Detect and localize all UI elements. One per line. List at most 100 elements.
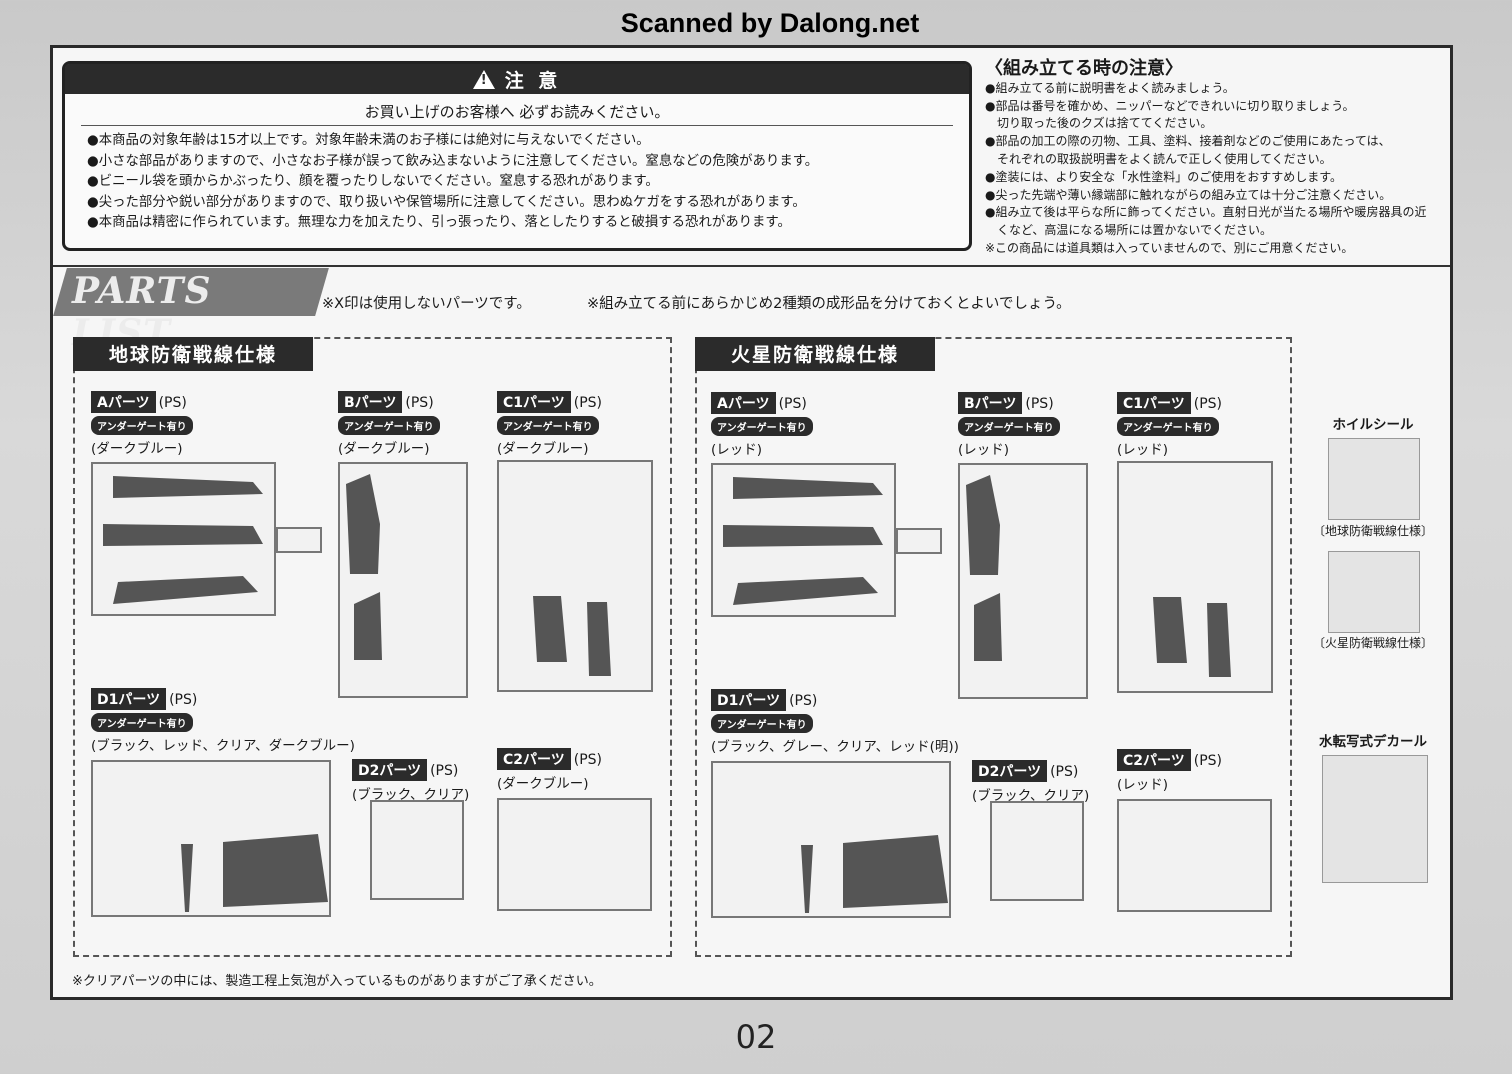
note-line: それぞれの取扱説明書をよく読んで正しく使用してください。 bbox=[997, 151, 1332, 166]
part-material: (PS) bbox=[1193, 753, 1223, 769]
note-line: 切り取った後のクズは捨ててください。 bbox=[997, 116, 1213, 131]
earth-part-a: Aパーツ(PS) アンダーゲート有り (ダークブルー) bbox=[91, 391, 193, 457]
caution-box: 注 意 お買い上げのお客様へ 必ずお読みください。 本商品の対象年齢は15才以上… bbox=[62, 61, 972, 251]
part-color: (ダークブルー) bbox=[338, 441, 430, 457]
caution-title: 注 意 bbox=[504, 69, 562, 92]
part-color: (ブラック、グレー、クリア、レッド(明)) bbox=[711, 739, 959, 755]
foil-sticker-earth bbox=[1328, 438, 1420, 520]
mars-part-a: Aパーツ(PS) アンダーゲート有り (レッド) bbox=[711, 392, 813, 458]
page-number: 02 bbox=[735, 1018, 777, 1056]
mars-part-d1: D1パーツ(PS) アンダーゲート有り (ブラック、グレー、クリア、レッド(明)… bbox=[711, 689, 959, 755]
parts-list-tab: PARTS LIST bbox=[53, 268, 329, 354]
part-material: (PS) bbox=[1025, 396, 1054, 412]
foil-sticker-title: ホイルシール bbox=[1332, 417, 1414, 433]
part-name: Bパーツ bbox=[338, 391, 403, 413]
part-material: (PS) bbox=[430, 763, 459, 779]
part-name: Aパーツ bbox=[711, 392, 776, 414]
part-material: (PS) bbox=[778, 396, 807, 412]
earth-part-c1: C1パーツ(PS) アンダーゲート有り (ダークブルー) bbox=[497, 391, 602, 457]
undergate-badge: アンダーゲート有り bbox=[711, 417, 813, 436]
undergate-badge: アンダーゲート有り bbox=[711, 714, 813, 733]
section-divider bbox=[53, 265, 1450, 267]
part-color: (ダークブルー) bbox=[497, 776, 589, 792]
part-material: (PS) bbox=[573, 752, 603, 768]
runner-illustration bbox=[711, 761, 951, 918]
part-name: C2パーツ bbox=[1117, 749, 1191, 771]
runner-illustration bbox=[711, 463, 896, 617]
note-line: ●部品の加工の際の刃物、工具、塗料、接着剤などのご使用にあたっては、 bbox=[985, 134, 1391, 149]
runner-illustration bbox=[370, 800, 464, 900]
runner-illustration bbox=[1117, 461, 1273, 693]
undergate-badge: アンダーゲート有り bbox=[91, 713, 193, 732]
part-color: (レッド) bbox=[711, 442, 763, 458]
part-material: (PS) bbox=[573, 395, 603, 411]
undergate-badge: アンダーゲート有り bbox=[91, 416, 193, 435]
note-line: ※この商品には道具類は入っていませんので、別にご用意ください。 bbox=[985, 240, 1354, 255]
runner-illustration bbox=[497, 798, 652, 911]
note-line: ●部品は番号を確かめ、ニッパーなどできれいに切り取りましょう。 bbox=[985, 98, 1355, 113]
runner-illustration bbox=[91, 462, 276, 616]
undergate-badge: アンダーゲート有り bbox=[958, 417, 1060, 436]
part-name: D1パーツ bbox=[711, 689, 787, 711]
runner-illustration bbox=[91, 760, 331, 917]
part-color: (ブラック、レッド、クリア、ダークブルー) bbox=[91, 738, 355, 754]
part-color: (レッド) bbox=[958, 442, 1010, 458]
part-color: (レッド) bbox=[1117, 777, 1169, 793]
earth-section: 地球防衛戦線仕様 bbox=[73, 337, 672, 957]
runner-illustration bbox=[338, 462, 468, 698]
part-color: (ダークブルー) bbox=[91, 441, 183, 457]
part-color: (ダークブルー) bbox=[497, 441, 589, 457]
part-material: (PS) bbox=[158, 395, 187, 411]
part-material: (PS) bbox=[405, 395, 434, 411]
runner-tab bbox=[896, 528, 942, 554]
runner-tab bbox=[276, 527, 322, 553]
caution-item: 小さな部品がありますので、小さなお子様が誤って飲み込まないように注意してください… bbox=[87, 152, 969, 173]
part-color: (レッド) bbox=[1117, 442, 1169, 458]
earth-part-b: Bパーツ(PS) アンダーゲート有り (ダークブルー) bbox=[338, 391, 440, 457]
note-line: ●塗装には、より安全な「水性塗料」のご使用をおすすめします。 bbox=[985, 169, 1343, 184]
runner-illustration bbox=[958, 463, 1088, 699]
runner-illustration bbox=[990, 801, 1084, 901]
part-name: C2パーツ bbox=[497, 748, 571, 770]
caution-item: ビニール袋を頭からかぶったり、顔を覆ったりしないでください。窒息する恐れがありま… bbox=[87, 172, 969, 193]
caution-item: 尖った部分や鋭い部分がありますので、取り扱いや保管場所に注意してください。思わぬ… bbox=[87, 193, 969, 214]
parts-list-note-separate: ※組み立てる前にあらかじめ2種類の成形品を分けておくとよいでしょう。 bbox=[587, 296, 1071, 312]
foil-sticker-mars bbox=[1328, 551, 1420, 633]
warning-icon bbox=[472, 69, 495, 89]
note-line: くなど、高温になる場所には置かないでください。 bbox=[997, 223, 1273, 238]
scanned-watermark: Scanned by Dalong.net bbox=[620, 8, 920, 38]
mars-part-b: Bパーツ(PS) アンダーゲート有り (レッド) bbox=[958, 392, 1060, 458]
mars-section-title: 火星防衛戦線仕様 bbox=[695, 337, 936, 371]
earth-part-c2: C2パーツ(PS) (ダークブルー) bbox=[497, 748, 602, 792]
part-color: (ブラック、クリア) bbox=[352, 787, 470, 803]
foil-sticker-earth-caption: 〔地球防衛戦線仕様〕 bbox=[1312, 524, 1433, 538]
part-material: (PS) bbox=[169, 692, 198, 708]
note-line: ●組み立て後は平らな所に飾ってください。直射日光が当たる場所や暖房器具の近 bbox=[985, 205, 1427, 220]
foil-sticker-mars-caption: 〔火星防衛戦線仕様〕 bbox=[1312, 636, 1433, 650]
undergate-badge: アンダーゲート有り bbox=[338, 416, 440, 435]
mars-section: 火星防衛戦線仕様 bbox=[695, 337, 1292, 957]
caution-item: 本商品の対象年齢は15才以上です。対象年齢未満のお子様には絶対に与えないでくださ… bbox=[87, 131, 969, 152]
assembly-notes: 〈組み立てる時の注意〉 ●組み立てる前に説明書をよく読みましょう。 ●部品は番号… bbox=[985, 60, 1445, 258]
parts-list-note-x: ※X印は使用しないパーツです。 bbox=[322, 296, 531, 312]
clear-parts-footnote: ※クリアパーツの中には、製造工程上気泡が入っているものがありますがご了承ください… bbox=[72, 974, 602, 989]
runner-illustration bbox=[1117, 799, 1272, 912]
mars-part-d2: D2パーツ(PS) (ブラック、クリア) bbox=[972, 760, 1089, 804]
runner-illustration bbox=[497, 460, 653, 692]
note-line: ●尖った先端や薄い縁端部に触れながらの組み立ては十分ご注意ください。 bbox=[985, 187, 1392, 202]
earth-part-d2: D2パーツ(PS) (ブラック、クリア) bbox=[352, 759, 469, 803]
earth-part-d1: D1パーツ(PS) アンダーゲート有り (ブラック、レッド、クリア、ダークブルー… bbox=[91, 688, 355, 754]
caution-list: 本商品の対象年齢は15才以上です。対象年齢未満のお子様には絶対に与えないでくださ… bbox=[87, 131, 969, 234]
water-slide-decal bbox=[1322, 755, 1428, 883]
note-line: ●組み立てる前に説明書をよく読みましょう。 bbox=[985, 80, 1235, 95]
decal-title: 水転写式デカール bbox=[1319, 734, 1427, 750]
part-material: (PS) bbox=[789, 693, 818, 709]
undergate-badge: アンダーゲート有り bbox=[1117, 417, 1219, 436]
part-name: D2パーツ bbox=[352, 759, 428, 781]
part-material: (PS) bbox=[1193, 396, 1223, 412]
mars-part-c1: C1パーツ(PS) アンダーゲート有り (レッド) bbox=[1117, 392, 1222, 458]
part-name: D2パーツ bbox=[972, 760, 1048, 782]
part-name: Bパーツ bbox=[958, 392, 1023, 414]
part-name: Aパーツ bbox=[91, 391, 156, 413]
undergate-badge: アンダーゲート有り bbox=[497, 416, 599, 435]
